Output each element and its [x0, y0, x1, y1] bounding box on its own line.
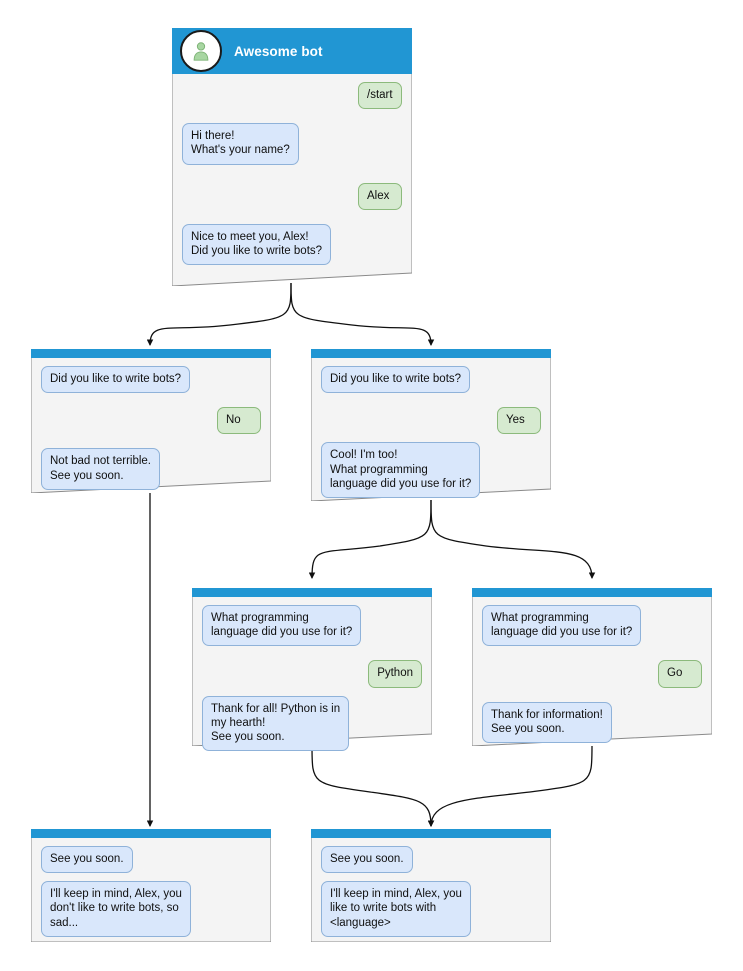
message-row: What programming language did you use fo…: [202, 605, 422, 647]
message-row: Thank for information! See you soon.: [482, 701, 702, 744]
message-row: /start: [182, 82, 402, 110]
node-no-branch-chat: Did you like to write bots? No Not bad n…: [31, 358, 271, 500]
message-row: Hi there! What's your name?: [182, 123, 402, 165]
bot-message-bubble[interactable]: See you soon.: [321, 846, 413, 874]
bot-message-bubble[interactable]: Not bad not terrible. See you soon.: [41, 448, 161, 490]
person-avatar-icon: [180, 30, 222, 72]
message-row: I'll keep in mind, Alex, you like to wri…: [321, 881, 541, 937]
edge-yes-to-python: [308, 499, 432, 579]
node-no-branch[interactable]: Did you like to write bots? No Not bad n…: [31, 349, 271, 493]
edge-yes-to-go: [430, 499, 596, 579]
message-row: Thank for all! Python is in my hearth! S…: [202, 695, 422, 752]
message-row: Go: [482, 660, 702, 688]
bot-name-label: Awesome bot: [234, 43, 323, 59]
message-row: Did you like to write bots?: [321, 366, 541, 394]
user-message-bubble[interactable]: No: [217, 407, 261, 435]
user-message-bubble[interactable]: Go: [658, 660, 702, 688]
node-python-branch-chat: What programming language did you use fo…: [192, 597, 432, 761]
node-end-no-header: [31, 829, 271, 838]
node-go-branch-chat: What programming language did you use fo…: [472, 597, 712, 753]
node-yes-branch[interactable]: Did you like to write bots? Yes Cool! I'…: [311, 349, 551, 501]
node-root-chat: /start Hi there! What's your name? Alex …: [172, 74, 412, 275]
bot-message-bubble[interactable]: I'll keep in mind, Alex, you like to wri…: [321, 881, 471, 937]
node-root-header: Awesome bot: [172, 28, 412, 74]
bot-message-bubble[interactable]: Nice to meet you, Alex! Did you like to …: [182, 223, 332, 266]
user-message-bubble[interactable]: /start: [358, 82, 402, 110]
node-yes-branch-chat: Did you like to write bots? Yes Cool! I'…: [311, 358, 551, 508]
user-message-bubble[interactable]: Python: [368, 660, 422, 688]
user-message-bubble[interactable]: Alex: [358, 182, 402, 210]
node-end-no-chat: See you soon. I'll keep in mind, Alex, y…: [31, 838, 271, 947]
node-end-no[interactable]: See you soon. I'll keep in mind, Alex, y…: [31, 829, 271, 942]
bot-message-bubble[interactable]: What programming language did you use fo…: [202, 605, 362, 647]
edge-root-to-no: [146, 282, 292, 346]
bot-message-bubble[interactable]: Thank for all! Python is in my hearth! S…: [202, 695, 350, 752]
node-end-yes[interactable]: See you soon. I'll keep in mind, Alex, y…: [311, 829, 551, 942]
message-row: No: [41, 407, 261, 435]
message-row: What programming language did you use fo…: [482, 605, 702, 647]
message-row: Did you like to write bots?: [41, 366, 261, 394]
node-no-branch-header: [31, 349, 271, 358]
message-row: See you soon.: [321, 846, 541, 874]
node-go-branch[interactable]: What programming language did you use fo…: [472, 588, 712, 746]
message-row: Cool! I'm too! What programming language…: [321, 442, 541, 499]
edge-root-to-yes: [290, 282, 435, 346]
message-row: Not bad not terrible. See you soon.: [41, 448, 261, 490]
node-end-yes-header: [311, 829, 551, 838]
node-go-branch-header: [472, 588, 712, 597]
bot-message-bubble[interactable]: See you soon.: [41, 846, 133, 874]
node-root[interactable]: Awesome bot /start Hi there! What's your…: [172, 28, 412, 286]
message-row: Python: [202, 660, 422, 688]
bot-message-bubble[interactable]: What programming language did you use fo…: [482, 605, 642, 647]
bot-message-bubble[interactable]: Thank for information! See you soon.: [482, 701, 612, 744]
node-yes-branch-header: [311, 349, 551, 358]
message-row: Yes: [321, 407, 541, 435]
node-python-branch[interactable]: What programming language did you use fo…: [192, 588, 432, 752]
user-message-bubble[interactable]: Yes: [497, 407, 541, 435]
message-row: Alex: [182, 182, 402, 210]
bot-message-bubble[interactable]: Did you like to write bots?: [321, 366, 471, 394]
bot-message-bubble[interactable]: I'll keep in mind, Alex, you don't like …: [41, 881, 191, 937]
message-row: See you soon.: [41, 846, 261, 874]
message-row: Nice to meet you, Alex! Did you like to …: [182, 223, 402, 266]
edge-go-to-end-yes: [427, 745, 593, 827]
message-row: I'll keep in mind, Alex, you don't like …: [41, 881, 261, 937]
bot-message-bubble[interactable]: Hi there! What's your name?: [182, 123, 299, 165]
bot-message-bubble[interactable]: Did you like to write bots?: [41, 366, 191, 394]
bot-message-bubble[interactable]: Cool! I'm too! What programming language…: [321, 442, 481, 499]
node-end-yes-chat: See you soon. I'll keep in mind, Alex, y…: [311, 838, 551, 947]
node-python-branch-header: [192, 588, 432, 597]
